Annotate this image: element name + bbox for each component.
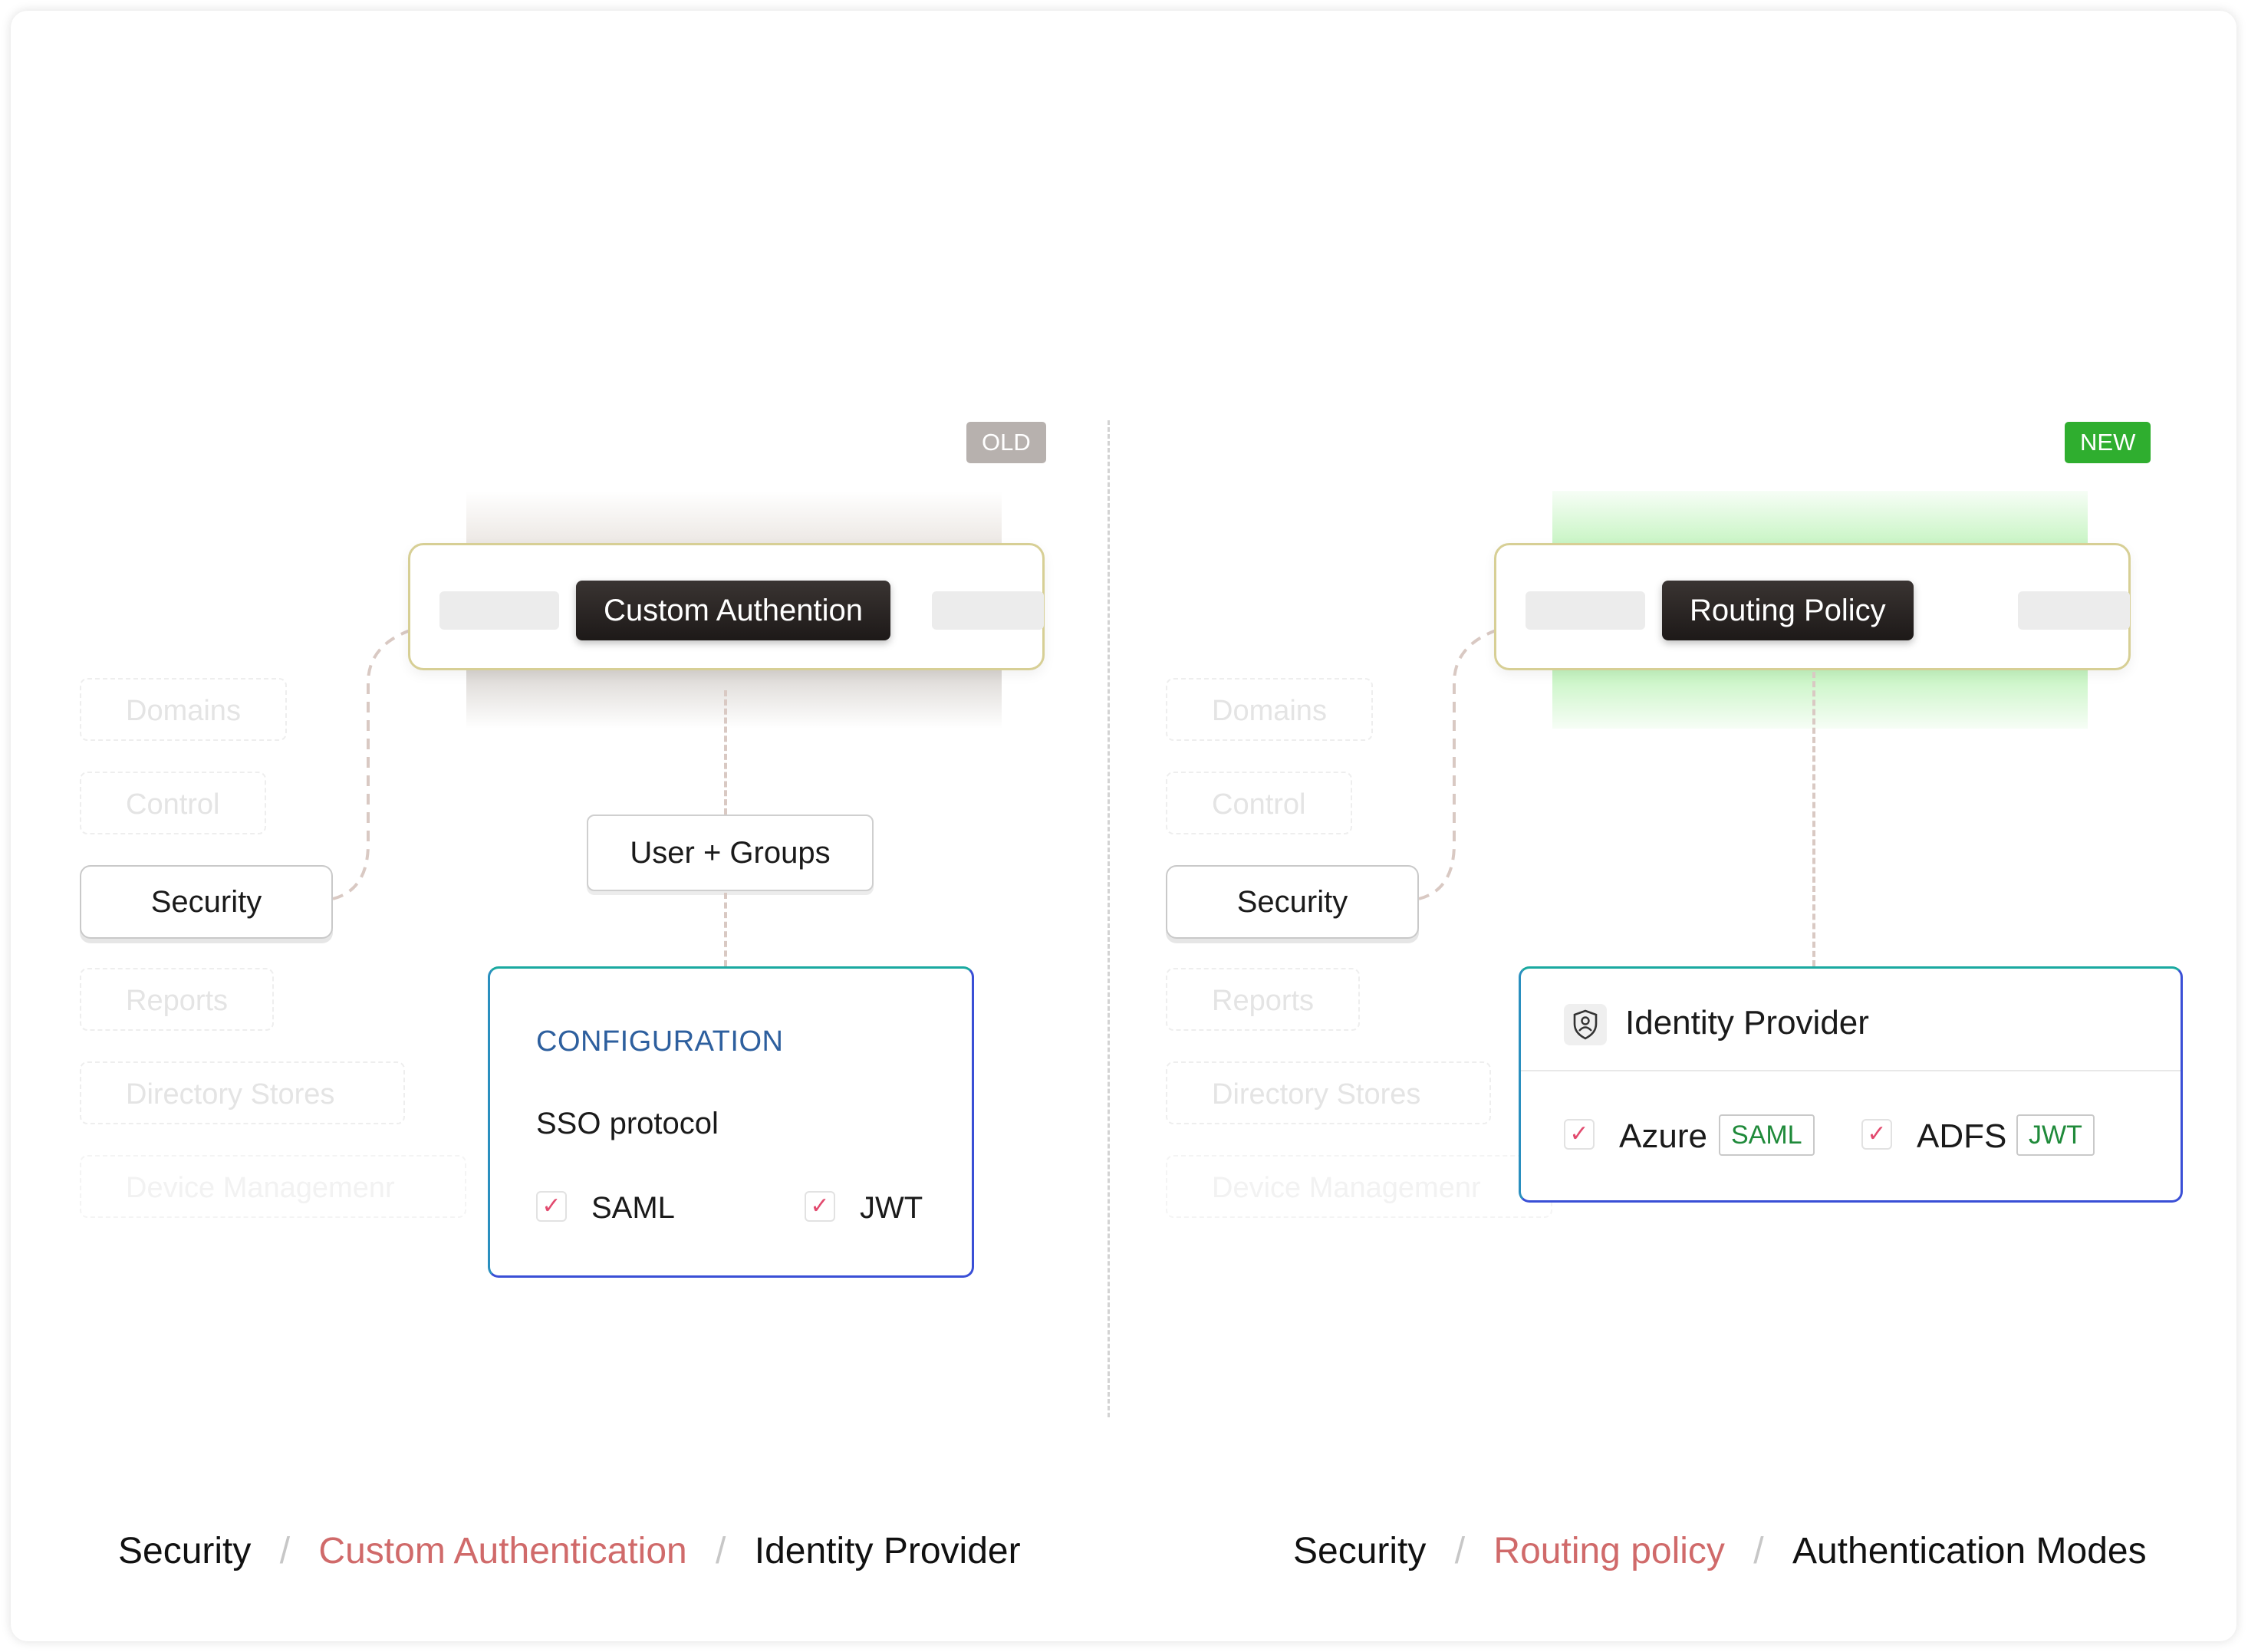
- placeholder-right: [2018, 591, 2130, 630]
- menu-item-control[interactable]: Control: [1166, 772, 1352, 834]
- placeholder-left: [1526, 591, 1645, 630]
- placeholder-right: [932, 591, 1044, 630]
- menu-item-device-management[interactable]: Device Managemenr: [1166, 1155, 1552, 1218]
- shield-person-icon: [1564, 1004, 1607, 1045]
- breadcrumb-separator: /: [279, 1530, 291, 1571]
- configuration-card: CONFIGURATION SSO protocol ✓ SAML ✓ JWT: [488, 966, 974, 1278]
- menu-item-domains[interactable]: Domains: [1166, 678, 1373, 741]
- breadcrumb-item-authentication-modes[interactable]: Authentication Modes: [1792, 1530, 2147, 1571]
- menu-item-control[interactable]: Control: [80, 772, 266, 834]
- check-icon[interactable]: ✓: [1861, 1119, 1892, 1150]
- placeholder-left: [439, 591, 559, 630]
- breadcrumb-item-routing-policy[interactable]: Routing policy: [1493, 1530, 1725, 1571]
- breadcrumb-item-security[interactable]: Security: [1293, 1530, 1427, 1571]
- user-groups-node[interactable]: User + Groups: [587, 814, 874, 891]
- menu-item-reports[interactable]: Reports: [80, 968, 275, 1031]
- sso-protocol-label: SSO protocol: [536, 1107, 719, 1140]
- jwt-option-label: JWT: [860, 1191, 923, 1225]
- check-icon[interactable]: ✓: [536, 1191, 567, 1222]
- menu-item-security[interactable]: Security: [1166, 865, 1419, 939]
- security-connector: [1418, 627, 1501, 900]
- saml-badge: SAML: [1719, 1114, 1815, 1156]
- identity-provider-header: Identity Provider: [1521, 969, 2181, 1071]
- routing-policy-pill[interactable]: Routing Policy: [1662, 581, 1914, 640]
- adfs-option-label: ADFS: [1917, 1117, 2007, 1155]
- breadcrumb-separator: /: [1753, 1530, 1764, 1571]
- identity-provider-card: Identity Provider ✓ Azure SAML ✓ ADFS JW…: [1519, 966, 2183, 1203]
- security-connector: [332, 627, 415, 900]
- menu-item-reports[interactable]: Reports: [1166, 968, 1361, 1031]
- menu-item-directory-stores[interactable]: Directory Stores: [80, 1061, 405, 1124]
- check-icon[interactable]: ✓: [805, 1191, 835, 1222]
- breadcrumb-old: Security / Custom Authentication / Ident…: [118, 1528, 1021, 1572]
- new-panel: NEW Routing Policy Domains Control Secur…: [1086, 0, 2206, 1652]
- old-tag: OLD: [966, 422, 1046, 463]
- breadcrumb-separator: /: [1454, 1530, 1466, 1571]
- menu-item-domains[interactable]: Domains: [80, 678, 287, 741]
- azure-option-label: Azure: [1619, 1117, 1707, 1155]
- panel-divider: [1108, 420, 1110, 1417]
- jwt-badge: JWT: [2016, 1114, 2095, 1156]
- connector-top-to-groups: [724, 690, 727, 814]
- breadcrumb-item-custom-authentication[interactable]: Custom Authentication: [318, 1530, 687, 1571]
- menu-item-directory-stores[interactable]: Directory Stores: [1166, 1061, 1491, 1124]
- new-tag: NEW: [2065, 422, 2151, 463]
- breadcrumb-item-security[interactable]: Security: [118, 1530, 252, 1571]
- menu-item-security[interactable]: Security: [80, 865, 333, 939]
- top-node-card: Custom Authention: [408, 543, 1045, 670]
- connector-groups-to-config: [724, 893, 727, 966]
- comparison-frame: [11, 11, 2236, 1641]
- top-node-card: Routing Policy: [1494, 543, 2131, 670]
- custom-authentication-pill[interactable]: Custom Authention: [576, 581, 890, 640]
- menu-item-device-management[interactable]: Device Managemenr: [80, 1155, 466, 1218]
- connector-top-to-idp: [1812, 672, 1815, 966]
- configuration-title: CONFIGURATION: [536, 1025, 784, 1058]
- check-icon[interactable]: ✓: [1564, 1119, 1595, 1150]
- breadcrumb-item-identity-provider[interactable]: Identity Provider: [754, 1530, 1021, 1571]
- old-panel: OLD Custom Authention Domains Control Se…: [0, 0, 1120, 1652]
- identity-provider-title: Identity Provider: [1625, 1004, 1869, 1042]
- breadcrumb-new: Security / Routing policy / Authenticati…: [1293, 1528, 2147, 1572]
- breadcrumb-separator: /: [716, 1530, 726, 1571]
- saml-option-label: SAML: [591, 1191, 675, 1225]
